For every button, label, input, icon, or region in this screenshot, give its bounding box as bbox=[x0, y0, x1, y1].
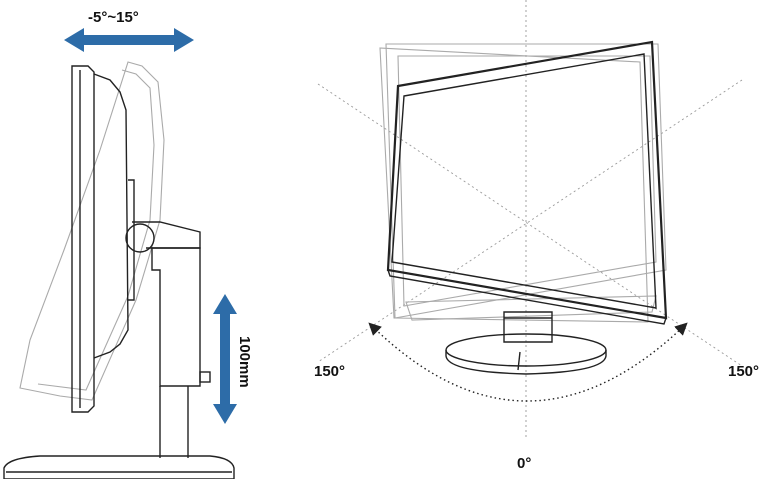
tilt-label: -5°~15° bbox=[88, 9, 139, 26]
front-view bbox=[317, 0, 743, 440]
upright-monitor-panel bbox=[71, 65, 129, 413]
stand-base-side bbox=[3, 455, 235, 479]
swivel-arc bbox=[368, 322, 688, 402]
side-view-monitor bbox=[3, 61, 235, 479]
tilted-monitor-ghost bbox=[19, 61, 165, 401]
tilt-arrow bbox=[64, 28, 194, 52]
front-monitor bbox=[386, 40, 668, 325]
swivel-center-label: 0° bbox=[517, 455, 531, 472]
height-label: 100mm bbox=[236, 336, 253, 388]
swivel-right-label: 150° bbox=[728, 363, 759, 380]
stand-column bbox=[151, 247, 211, 458]
rotated-screens-ghost bbox=[379, 43, 667, 323]
swivel-left-label: 150° bbox=[314, 363, 345, 380]
height-arrow bbox=[213, 294, 237, 424]
